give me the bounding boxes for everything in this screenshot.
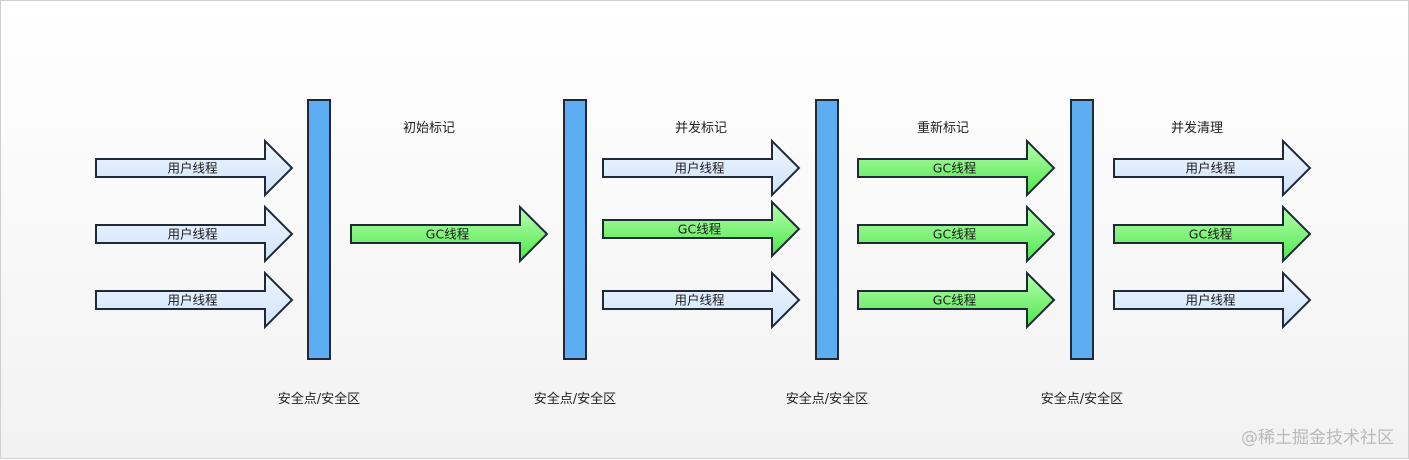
phase-label-remark: 重新标记 (916, 121, 969, 136)
arrow-label: 用户线程 (674, 293, 725, 308)
arrow-label: 用户线程 (1185, 293, 1236, 308)
user-thread-arrow: 用户线程 (602, 138, 801, 198)
gc-thread-arrow: GC线程 (857, 270, 1056, 330)
gc-thread-arrow: GC线程 (857, 138, 1056, 198)
arrow-shape (350, 204, 549, 264)
arrow-shape (95, 138, 294, 198)
arrow-shape (602, 270, 801, 330)
gc-thread-arrow: GC线程 (857, 204, 1056, 264)
safepoint-barrier-4 (1070, 99, 1094, 360)
arrow-label: 用户线程 (167, 161, 218, 176)
phase-label-concurrent-mark: 并发标记 (674, 121, 727, 136)
phase-label-concurrent-sweep: 并发清理 (1170, 121, 1223, 136)
gc-thread-arrow: GC线程 (602, 199, 801, 259)
arrow-label: GC线程 (933, 161, 977, 176)
phase-label-initial-mark: 初始标记 (402, 121, 455, 136)
arrow-label: GC线程 (933, 293, 977, 308)
safepoint-barrier-1 (307, 99, 331, 360)
watermark: @稀土掘金技术社区 (1241, 428, 1394, 448)
arrow-shape (857, 138, 1056, 198)
gc-thread-arrow: GC线程 (350, 204, 549, 264)
arrow-label: 用户线程 (167, 227, 218, 242)
arrow-label: 用户线程 (167, 293, 218, 308)
arrow-label: 用户线程 (674, 161, 725, 176)
arrow-shape (1113, 204, 1312, 264)
arrow-shape (95, 204, 294, 264)
arrow-shape (1113, 270, 1312, 330)
arrow-shape (857, 270, 1056, 330)
user-thread-arrow: 用户线程 (602, 270, 801, 330)
user-thread-arrow: 用户线程 (95, 204, 294, 264)
user-thread-arrow: 用户线程 (95, 270, 294, 330)
safepoint-barrier-2 (563, 99, 587, 360)
user-thread-arrow: 用户线程 (95, 138, 294, 198)
arrow-label: GC线程 (426, 227, 470, 242)
barrier-label-2: 安全点/安全区 (533, 392, 617, 407)
user-thread-arrow: 用户线程 (1113, 270, 1312, 330)
arrow-label: GC线程 (678, 222, 722, 237)
user-thread-arrow: 用户线程 (1113, 138, 1312, 198)
safepoint-barrier-3 (815, 99, 839, 360)
arrow-shape (95, 270, 294, 330)
arrow-label: GC线程 (1189, 227, 1233, 242)
gc-thread-arrow: GC线程 (1113, 204, 1312, 264)
arrow-label: 用户线程 (1185, 161, 1236, 176)
arrow-shape (1113, 138, 1312, 198)
barrier-label-1: 安全点/安全区 (277, 392, 361, 407)
arrow-label: GC线程 (933, 227, 977, 242)
arrow-shape (857, 204, 1056, 264)
arrow-shape (602, 138, 801, 198)
arrow-shape (602, 199, 801, 259)
barrier-label-3: 安全点/安全区 (785, 392, 869, 407)
barrier-label-4: 安全点/安全区 (1040, 392, 1124, 407)
